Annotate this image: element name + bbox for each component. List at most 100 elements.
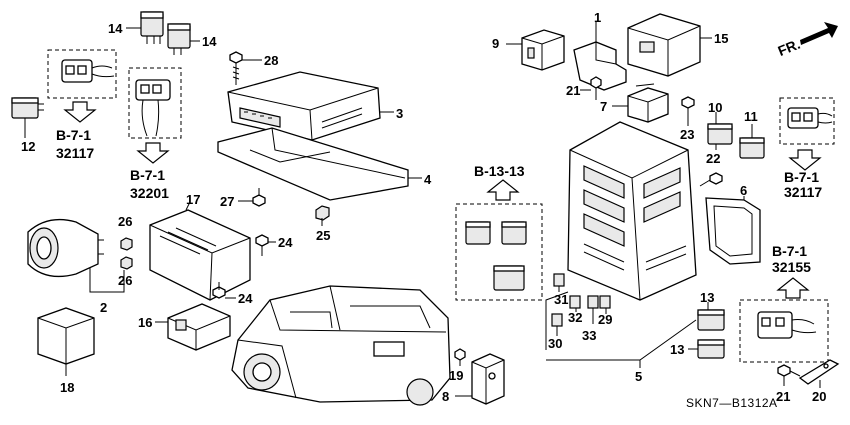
callout-30: 30 <box>548 336 562 351</box>
relay-8 <box>471 353 505 405</box>
relay-14-a <box>140 11 164 44</box>
nut-26-b <box>120 256 133 270</box>
callout-27: 27 <box>220 194 234 209</box>
reference-label: B-7-1 <box>56 127 91 143</box>
ecu-3 <box>227 71 381 141</box>
box-15 <box>627 13 701 77</box>
vehicle-illustration <box>231 285 451 406</box>
relay-12 <box>11 97 44 138</box>
callout-21-b: 21 <box>776 389 790 404</box>
bolt-21-b <box>777 364 801 377</box>
callout-7: 7 <box>600 99 607 114</box>
reference-code: 32155 <box>772 259 811 275</box>
callout-16: 16 <box>138 315 152 330</box>
connector-inset-right <box>779 97 835 145</box>
callout-13-b: 13 <box>670 342 684 357</box>
direction-label: FR. <box>776 36 803 59</box>
relay-14-b <box>167 23 191 55</box>
bolt-fuse-box <box>699 172 723 187</box>
arrow-front-icon <box>800 22 838 45</box>
callout-15: 15 <box>714 31 728 46</box>
screw-19 <box>454 348 466 361</box>
relay-10 <box>707 123 733 145</box>
callout-1: 1 <box>594 10 601 25</box>
callout-5: 5 <box>635 369 642 384</box>
connector-inset-harness <box>128 67 182 139</box>
connector-bottom <box>757 311 817 339</box>
relay-inset <box>455 203 543 301</box>
callout-23: 23 <box>680 127 694 142</box>
arrow-up-icon <box>486 179 520 201</box>
bracket-1 <box>573 41 627 91</box>
callout-33: 33 <box>582 328 596 343</box>
module-16 <box>167 303 231 351</box>
bracket-4 <box>217 127 409 201</box>
reference-code: 32117 <box>56 145 94 161</box>
reference-code: 32201 <box>130 185 169 201</box>
callout-32: 32 <box>568 310 582 325</box>
nut-25 <box>315 205 330 221</box>
fuse-box-5 <box>567 121 697 301</box>
bolt-23 <box>681 96 695 126</box>
callout-12: 12 <box>21 139 35 154</box>
relay-inset-b <box>501 221 527 245</box>
callout-13-a: 13 <box>700 290 714 305</box>
callout-24-b: 24 <box>238 291 253 306</box>
bracket-20 <box>798 359 840 385</box>
fuse-29 <box>599 295 611 309</box>
nut-26-a <box>120 237 133 251</box>
callout-22: 22 <box>706 151 720 166</box>
relay-11 <box>739 137 765 159</box>
callout-11: 11 <box>744 109 758 124</box>
callout-3: 3 <box>396 106 403 121</box>
relay-13-a <box>697 309 725 331</box>
relay-inset-c <box>493 265 525 291</box>
callout-18: 18 <box>60 380 74 395</box>
unit-18 <box>37 307 95 365</box>
callout-4: 4 <box>424 172 432 187</box>
connector-inset-left <box>47 49 117 99</box>
callout-14-a: 14 <box>108 21 123 36</box>
arrow-down-icon <box>63 101 97 123</box>
callout-14-b: 14 <box>202 34 217 49</box>
callout-20: 20 <box>812 389 826 404</box>
arrow-down-icon <box>788 149 822 171</box>
reference-code: 32117 <box>784 184 822 200</box>
diagram-code: SKN7—B1312A <box>686 396 778 410</box>
cover-17 <box>149 209 251 301</box>
callout-29: 29 <box>598 312 612 327</box>
callout-6: 6 <box>740 183 747 198</box>
reference-label: B-13-13 <box>474 163 525 179</box>
reference-label: B-7-1 <box>130 167 165 183</box>
callout-26-a: 26 <box>118 214 132 229</box>
callout-24-a: 24 <box>278 235 293 250</box>
bolt-24-b <box>212 282 226 299</box>
harness-connector <box>135 79 171 137</box>
relay-inset-a <box>465 221 491 245</box>
bolt-24-a <box>255 234 269 256</box>
arrow-up-icon <box>776 277 810 299</box>
callout-9: 9 <box>492 36 499 51</box>
bolt-27 <box>252 188 266 207</box>
callout-26-b: 26 <box>118 273 132 288</box>
callout-17: 17 <box>186 192 200 207</box>
callout-10: 10 <box>708 100 722 115</box>
front-direction-indicator <box>800 22 838 45</box>
reference-label: B-7-1 <box>784 169 819 185</box>
callout-28: 28 <box>264 53 278 68</box>
callout-8: 8 <box>442 389 449 404</box>
arrow-down-icon <box>136 142 170 164</box>
callout-19: 19 <box>449 368 463 383</box>
connector-inset-bottom <box>739 299 829 363</box>
callout-21-a: 21 <box>566 83 580 98</box>
bolt-21-a <box>590 76 602 100</box>
reference-label: B-7-1 <box>772 243 807 259</box>
callout-25: 25 <box>316 228 330 243</box>
fuse-32 <box>569 295 581 309</box>
relay-7 <box>627 83 669 123</box>
callout-2: 2 <box>100 300 107 315</box>
connector-right <box>787 107 833 129</box>
